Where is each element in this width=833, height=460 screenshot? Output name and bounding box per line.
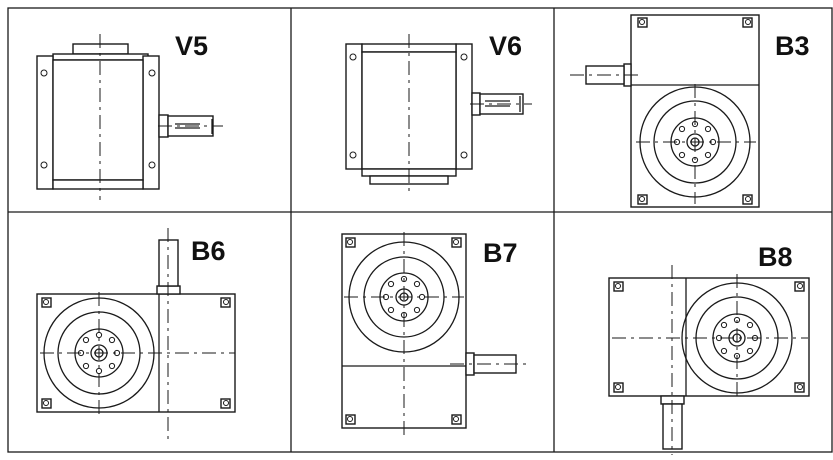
b7-drawing <box>341 232 528 440</box>
label-v5: V5 <box>175 31 208 61</box>
label-v6: V6 <box>489 31 522 61</box>
b3-drawing <box>570 14 760 208</box>
label-b8: B8 <box>758 242 793 272</box>
label-b7: B7 <box>483 238 518 268</box>
b6-drawing <box>36 228 236 440</box>
label-b3: B3 <box>775 31 810 61</box>
v6-drawing <box>345 34 532 196</box>
v5-drawing <box>36 34 223 200</box>
label-b6: B6 <box>191 236 226 266</box>
b8-drawing <box>608 265 810 455</box>
grid-frame <box>7 7 833 453</box>
